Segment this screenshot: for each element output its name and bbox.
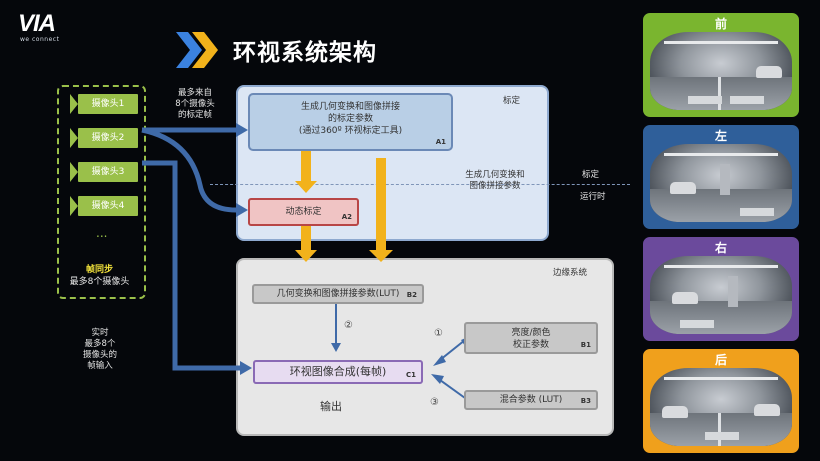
fisheye-image bbox=[650, 144, 792, 222]
box-tag: B1 bbox=[580, 341, 591, 349]
realtime-note: 实时 最多8个 摄像头的 帧输入 bbox=[82, 328, 117, 371]
max-frames-note: 最多来自 8个摄像头 的标定帧 bbox=[175, 88, 215, 120]
calibration-runtime-divider bbox=[210, 184, 630, 185]
camera-item: 摄像头1 bbox=[70, 94, 138, 114]
output-label: 输出 bbox=[320, 400, 342, 413]
camera-label-2: 摄像头2 bbox=[78, 128, 138, 148]
via-logo: VIA bbox=[18, 10, 56, 37]
camera-arrow-icon bbox=[70, 196, 78, 216]
lut-params-box: 几何变换和图像拼接参数(LUT) B2 bbox=[252, 284, 424, 304]
surround-synthesis-box: 环视图像合成(每帧) C1 bbox=[253, 360, 423, 384]
rear-view: 后 bbox=[643, 349, 799, 453]
left-view: 左 bbox=[643, 125, 799, 229]
calibration-side-label: 标定 bbox=[582, 170, 600, 180]
calibration-label: 标定 bbox=[503, 96, 521, 106]
chevron-icon bbox=[176, 32, 218, 68]
fisheye-image bbox=[650, 32, 792, 110]
fisheye-image bbox=[650, 368, 792, 446]
frame-sync-label: 帧同步 bbox=[85, 265, 113, 275]
calibration-middle-text: 生成几何变换和 图像拼接参数 bbox=[465, 170, 525, 191]
box-tag: B3 bbox=[580, 397, 591, 405]
view-label: 左 bbox=[714, 129, 727, 143]
camera-label-1: 摄像头1 bbox=[78, 94, 138, 114]
step-3-marker: ③ bbox=[430, 397, 439, 408]
view-label: 右 bbox=[714, 241, 727, 255]
runtime-side-label: 运行时 bbox=[580, 192, 606, 202]
box-tag: C1 bbox=[405, 371, 416, 379]
logo-tagline: we connect bbox=[20, 36, 60, 43]
camera-item: 摄像头2 bbox=[70, 128, 138, 148]
step-2-marker: ② bbox=[344, 320, 353, 331]
calibration-params-box: 生成几何变换和图像拼接 的标定参数 (通过360º 环视标定工具) A1 bbox=[248, 93, 453, 151]
edge-system-label: 边缘系统 bbox=[553, 268, 588, 278]
camera-ellipsis: ... bbox=[96, 226, 108, 240]
right-view: 右 bbox=[643, 237, 799, 341]
frame-sync-sub: 最多8个摄像头 bbox=[69, 277, 130, 287]
camera-label-3: 摄像头3 bbox=[78, 162, 138, 182]
camera-label-4: 摄像头4 bbox=[78, 196, 138, 216]
box-tag: A1 bbox=[435, 138, 446, 146]
camera-arrow-icon bbox=[70, 128, 78, 148]
view-label: 后 bbox=[714, 353, 727, 367]
step-1-marker: ① bbox=[434, 328, 443, 339]
camera-group bbox=[57, 85, 146, 299]
dynamic-calibration-box: 动态标定 A2 bbox=[248, 198, 359, 226]
color-correction-box: 亮度/颜色 校正参数 B1 bbox=[464, 322, 598, 354]
front-view: 前 bbox=[643, 13, 799, 117]
box-tag: B2 bbox=[406, 291, 417, 299]
page-title: 环视系统架构 bbox=[233, 40, 377, 66]
fisheye-image bbox=[650, 256, 792, 334]
box-tag: A2 bbox=[341, 213, 352, 221]
blend-params-box: 混合参数 (LUT) B3 bbox=[464, 390, 598, 410]
camera-item: 摄像头3 bbox=[70, 162, 138, 182]
camera-arrow-icon bbox=[70, 162, 78, 182]
camera-list: 摄像头1 摄像头2 摄像头3 摄像头4 bbox=[70, 94, 138, 216]
camera-arrow-icon bbox=[70, 94, 78, 114]
camera-item: 摄像头4 bbox=[70, 196, 138, 216]
view-label: 前 bbox=[714, 17, 727, 31]
